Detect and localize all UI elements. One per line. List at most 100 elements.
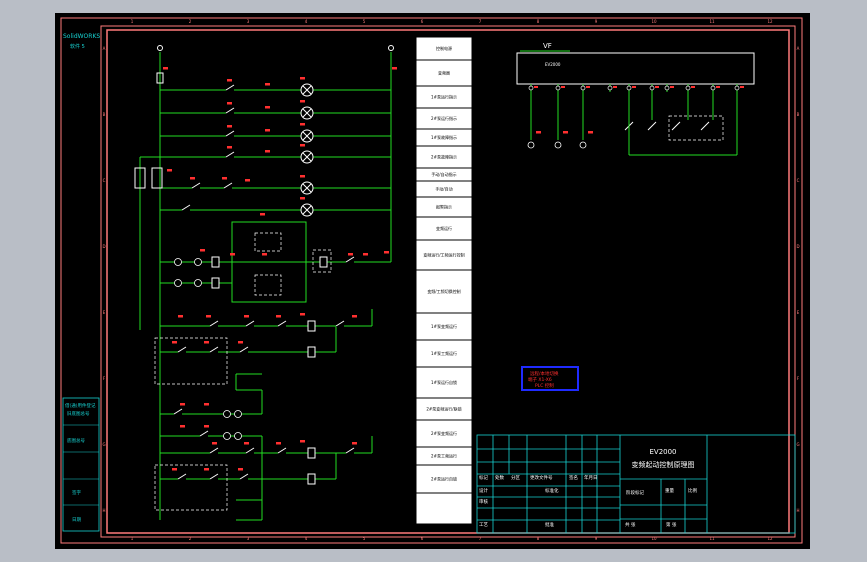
row-tick-H: H <box>102 508 105 513</box>
wire-tag <box>300 313 305 316</box>
inner-frame <box>100 25 796 538</box>
col-tick-11: 11 <box>709 19 715 24</box>
row-tick-A: A <box>103 46 106 51</box>
wire-tag <box>262 253 267 256</box>
tb-count: 处数 <box>495 474 504 481</box>
col-tick-7: 7 <box>479 536 482 541</box>
note-box: 远程/本地切换 端子 X1-X6 PLC 控制 <box>521 366 579 391</box>
contact-icon <box>239 473 249 480</box>
col-tick-6: 6 <box>421 536 424 541</box>
tb-scale: 比例 <box>688 487 697 494</box>
wire-tag <box>244 315 249 318</box>
function-row-label: 2#泵故障指示 <box>431 154 457 160</box>
wire-tag <box>244 442 249 445</box>
tb-craft: 工艺 <box>479 522 488 528</box>
function-row-label: 1#泵运行指示 <box>431 94 457 100</box>
tb-change: 更改文件号 <box>530 474 553 481</box>
wire-tag <box>178 315 183 318</box>
drawing-border <box>106 29 790 534</box>
col-tick-2: 2 <box>189 19 192 24</box>
outer-frame <box>60 17 803 544</box>
function-row-label: 2#泵运行指示 <box>431 115 457 121</box>
row-tick-C: C <box>797 178 800 183</box>
wire-tag <box>276 315 281 318</box>
contact-icon <box>335 320 345 327</box>
contact-icon <box>345 447 355 454</box>
tb-mark: 标记 <box>479 474 488 481</box>
tb-designer: 设计 <box>479 487 488 494</box>
col-tick-1: 1 <box>131 536 134 541</box>
terminal-left <box>157 45 163 51</box>
col-tick-10: 10 <box>651 536 657 541</box>
tb-sign: 签名 <box>569 474 578 481</box>
contact-icon <box>245 320 255 327</box>
relay-coils <box>211 256 328 485</box>
row-tick-E: E <box>103 310 106 315</box>
small-lamp-icon <box>194 279 202 287</box>
coil-icon <box>307 320 316 332</box>
lamp-cross-icon <box>302 152 312 162</box>
wire-tag <box>300 100 305 103</box>
function-row-label: 控制电源 <box>436 45 452 51</box>
small-lamp-icon <box>194 258 202 266</box>
indicator-lamps <box>174 83 314 440</box>
tb-weight: 重量 <box>665 487 674 494</box>
function-row-label: 变频/工频切换控制 <box>427 288 460 294</box>
fuse <box>156 72 164 84</box>
lamp-cross-icon <box>302 108 312 118</box>
wire-tag <box>348 253 353 256</box>
wire-tag <box>180 403 185 406</box>
contact-icon <box>345 256 355 263</box>
wire-tag <box>222 177 227 180</box>
function-row-label: 2#泵工频运行 <box>431 453 457 459</box>
vfd-terminal-icon <box>649 85 655 91</box>
dashed-groups <box>154 115 724 511</box>
contact-icon <box>225 84 235 91</box>
wire-tag <box>265 129 270 132</box>
col-tick-3: 3 <box>247 19 250 24</box>
strip-label-4: 日期 <box>72 517 81 523</box>
wire-tag <box>300 123 305 126</box>
note-line-3: PLC 控制 <box>535 382 554 389</box>
lamp-cross-icon <box>302 85 312 95</box>
strip-label-0: 借(通)用件登记 <box>65 402 96 409</box>
vfd-terminal-icon <box>528 85 534 91</box>
wire-tag <box>227 125 232 128</box>
col-tick-7: 7 <box>479 19 482 24</box>
contact-icon <box>225 130 235 137</box>
contact-icon <box>177 473 187 480</box>
coil-icon <box>307 447 316 459</box>
contact-icon <box>223 182 233 189</box>
col-tick-10: 10 <box>651 19 657 24</box>
tb-standard: 标准化 <box>545 487 559 494</box>
title-block-text: EV2000 变频起动控制原理图 标记 处数 分区 更改文件号 签名 年月日 设… <box>479 448 697 528</box>
function-column: 控制电源变频器1#泵运行指示2#泵运行指示1#泵故障指示2#泵故障指示手动/自动… <box>415 36 473 525</box>
row-tick-C: C <box>103 178 106 183</box>
wire-tag <box>227 102 232 105</box>
wire-tag <box>265 106 270 109</box>
contact-icon <box>209 320 219 327</box>
coil-icon <box>211 277 220 289</box>
lamp-cross-icon <box>302 205 312 215</box>
wire-tag <box>300 175 305 178</box>
function-row-label: 变频运行 <box>436 225 452 231</box>
col-tick-4: 4 <box>305 536 308 541</box>
wire-tag <box>204 403 209 406</box>
vfd-schematic: VF EV2000 <box>516 42 755 156</box>
col-tick-9: 9 <box>595 536 598 541</box>
vfd-terminal-icon <box>580 85 586 91</box>
function-row-label: 1#泵故障指示 <box>431 134 457 140</box>
col-tick-2: 2 <box>189 536 192 541</box>
function-row-label: 变频器 <box>438 70 450 76</box>
coil-icon <box>307 473 316 485</box>
tb-date: 年月日 <box>584 474 598 481</box>
col-tick-12: 12 <box>767 536 773 541</box>
col-tick-5: 5 <box>363 19 366 24</box>
wire-tag <box>212 442 217 445</box>
col-tick-3: 3 <box>247 536 250 541</box>
wire-tag <box>172 468 177 471</box>
function-row-label: 2#泵变频运行 <box>431 430 457 436</box>
contact-icon <box>199 430 209 437</box>
